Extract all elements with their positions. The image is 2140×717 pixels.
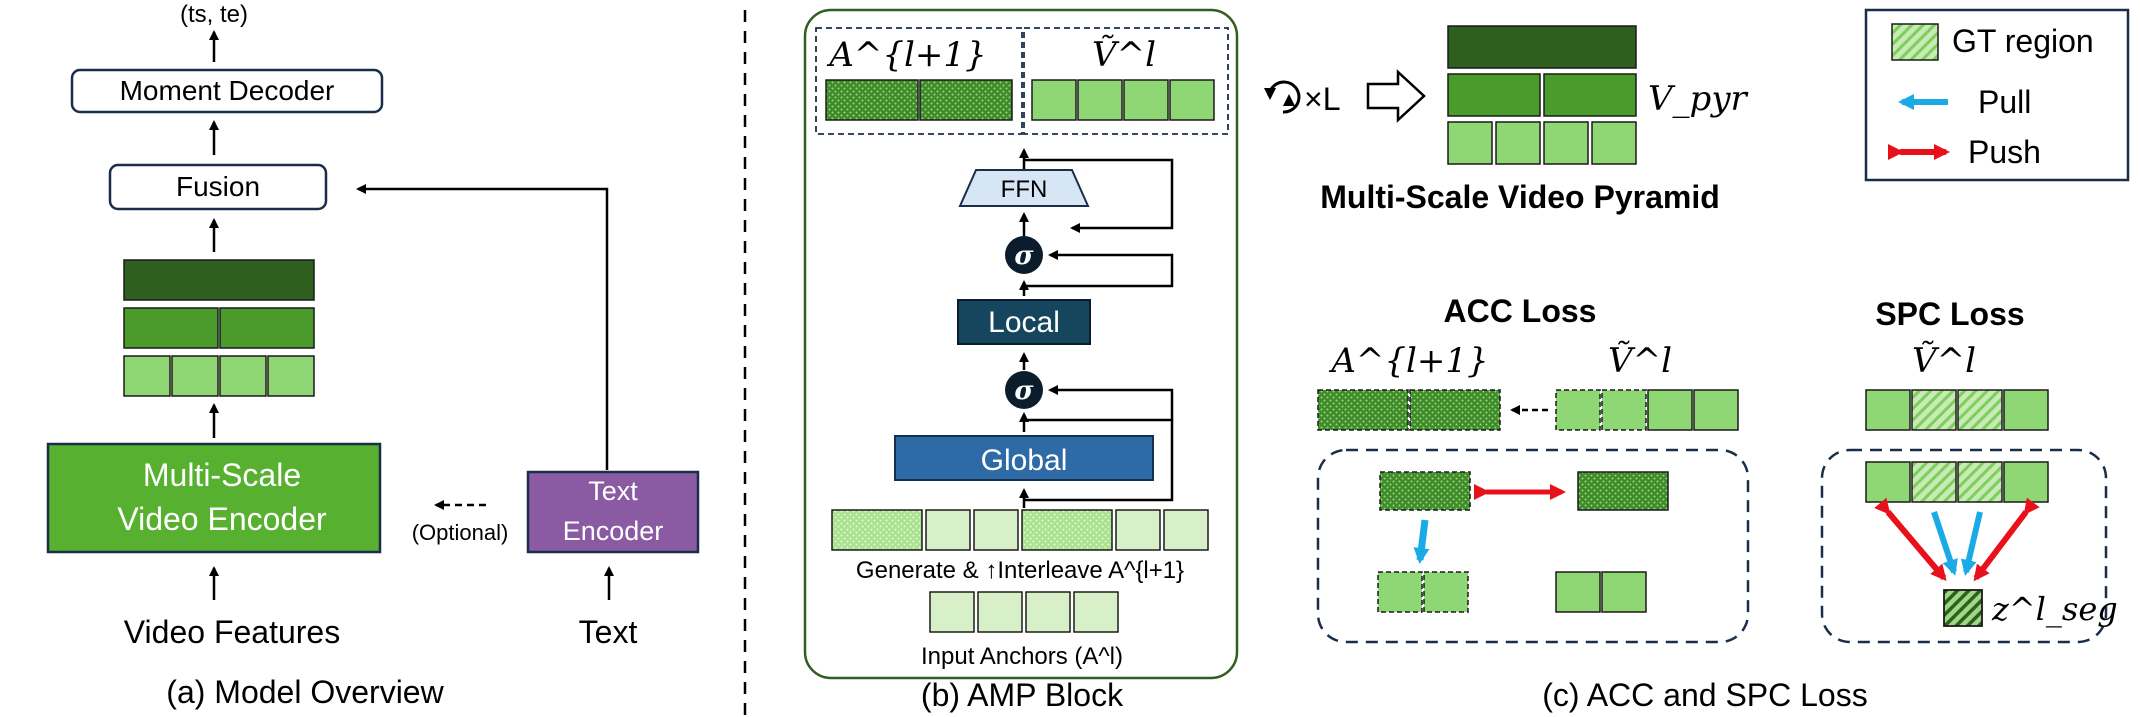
gt-region-swatch bbox=[1891, 23, 1939, 61]
pyramid-section: ×L V_pyr Multi-Scale Video Pyramid bbox=[1264, 25, 1749, 215]
output-label: (ts, te) bbox=[180, 1, 248, 28]
input-anchors-row bbox=[929, 591, 1119, 633]
caption-b: (b) AMP Block bbox=[921, 677, 1124, 713]
sigma-lower-label: σ bbox=[1014, 376, 1034, 406]
repeat-icon bbox=[1264, 80, 1301, 114]
sigma-upper-label: σ bbox=[1014, 241, 1034, 271]
acc-region bbox=[1316, 448, 1750, 644]
right-arrow-icon bbox=[1366, 69, 1426, 123]
text-encoder-box bbox=[526, 470, 700, 554]
optional-label: (Optional) bbox=[412, 520, 509, 545]
pyramid-title: Multi-Scale Video Pyramid bbox=[1320, 179, 1720, 215]
global-box bbox=[894, 435, 1154, 481]
text-encoder-line1: Text bbox=[588, 476, 638, 506]
panel-b: A^{l+1} Ṽ^l FFN σ Local σ Global bbox=[803, 8, 1239, 713]
acc-v-tilde-label: Ṽ^l bbox=[1608, 341, 1672, 381]
spc-title: SPC Loss bbox=[1875, 296, 2024, 332]
v-pyr-label: V_pyr bbox=[1648, 79, 1749, 119]
local-box bbox=[957, 299, 1091, 345]
moment-decoder-label: Moment Decoder bbox=[120, 75, 335, 106]
fusion-box bbox=[108, 163, 328, 211]
generate-interleave-label: Generate & ↑Interleave A^{l+1} bbox=[856, 557, 1184, 584]
text-input-label: Text bbox=[579, 614, 638, 650]
mini-pyramid bbox=[123, 259, 315, 397]
acc-a-next-label: A^{l+1} bbox=[1328, 341, 1488, 381]
b-a-next-label: A^{l+1} bbox=[826, 35, 986, 75]
legend-push: Push bbox=[1968, 134, 2041, 170]
video-encoder-line1: Multi-Scale bbox=[143, 457, 301, 493]
spc-loss: SPC Loss Ṽ^l z^l_seg bbox=[1820, 296, 2118, 644]
text-encoder-line2: Encoder bbox=[563, 516, 664, 546]
panel-a: (ts, te) Moment Decoder Fusion Multi-Sca… bbox=[46, 1, 700, 710]
global-label: Global bbox=[981, 444, 1068, 477]
video-encoder-box bbox=[46, 442, 382, 554]
z-seg-box bbox=[1943, 589, 1983, 627]
ffn-box bbox=[958, 169, 1090, 207]
sigma-node-lower bbox=[1005, 371, 1043, 409]
caption-a: (a) Model Overview bbox=[166, 674, 444, 710]
input-anchors-label: Input Anchors (A^l) bbox=[921, 643, 1123, 670]
video-features-label: Video Features bbox=[124, 614, 340, 650]
z-seg-label: z^l_seg bbox=[1991, 590, 2118, 628]
legend-pull: Pull bbox=[1978, 84, 2031, 120]
caption-c: (c) ACC and SPC Loss bbox=[1542, 677, 1867, 713]
local-label: Local bbox=[988, 306, 1060, 339]
legend-gt-region: GT region bbox=[1952, 23, 2094, 59]
acc-title: ACC Loss bbox=[1444, 293, 1597, 329]
ffn-label: FFN bbox=[1001, 176, 1048, 203]
b-v-tilde-label: Ṽ^l bbox=[1092, 35, 1156, 75]
spc-v-tilde-label: Ṽ^l bbox=[1912, 341, 1976, 381]
legend: GT region Pull Push bbox=[1864, 8, 2130, 182]
acc-loss: ACC Loss A^{l+1} Ṽ^l bbox=[1316, 293, 1750, 644]
sigma-node-upper bbox=[1005, 236, 1043, 274]
moment-decoder-box bbox=[70, 68, 384, 114]
video-encoder-line2: Video Encoder bbox=[117, 501, 327, 537]
interleaved-row bbox=[831, 509, 1209, 551]
repeat-label: ×L bbox=[1304, 81, 1340, 117]
fusion-label: Fusion bbox=[176, 171, 260, 202]
spc-region bbox=[1820, 448, 2108, 644]
